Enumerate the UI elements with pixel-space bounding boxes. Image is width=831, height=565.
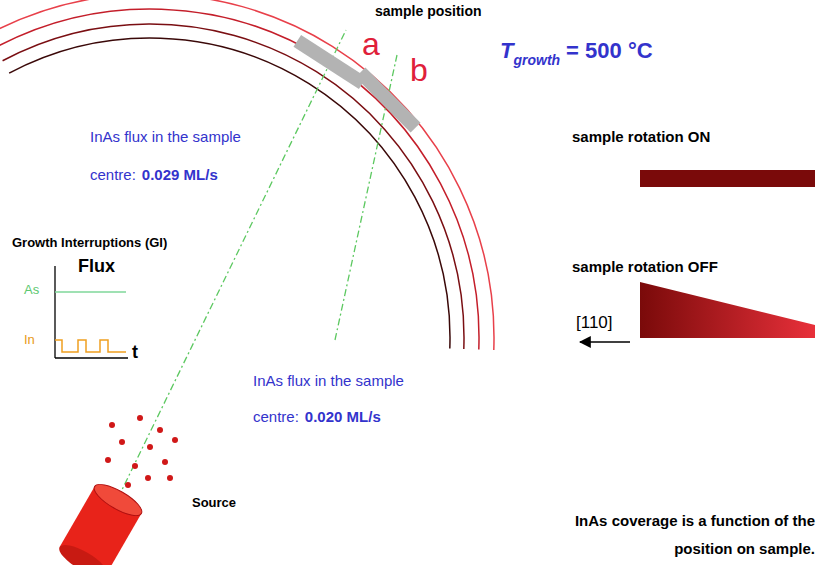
particle	[132, 463, 138, 469]
rotation-off-wedge	[640, 282, 815, 338]
particle	[109, 422, 115, 428]
deposition-arcs	[0, 0, 494, 350]
particle	[167, 475, 173, 481]
direction-arrow	[580, 341, 630, 343]
arc	[9, 38, 450, 348]
flux-graph	[55, 266, 128, 358]
conclusion-note: InAs coverage is a function of the	[575, 512, 815, 529]
source-label: Source	[192, 496, 236, 511]
series-label: As	[24, 283, 39, 298]
particle	[157, 427, 163, 433]
rotation-label: sample rotation ON	[572, 128, 710, 145]
series-label: In	[24, 333, 35, 348]
temperature-symbol: T	[500, 38, 513, 63]
flux-value: 0.029 ML/s	[142, 166, 218, 183]
flux-note: centre:	[90, 166, 136, 183]
flux-value: 0.020 ML/s	[305, 408, 381, 425]
temperature-subscript: growth	[513, 52, 560, 68]
particle	[105, 457, 111, 463]
sample-letter: a	[362, 26, 380, 63]
flux-particles	[105, 415, 178, 488]
axis-label: Flux	[78, 256, 115, 277]
source-cell	[55, 479, 146, 565]
arc	[0, 9, 479, 349]
direction-label: [110]	[576, 313, 613, 333]
graph-title: Growth Interruptions (GI)	[12, 236, 167, 251]
flux-note: centre:	[253, 408, 299, 425]
particle	[145, 475, 151, 481]
particle	[172, 437, 178, 443]
position-heading: sample position	[375, 3, 482, 19]
axis-label: t	[132, 342, 138, 363]
flux-note: InAs flux in the sample	[253, 372, 404, 389]
particle	[125, 482, 131, 488]
particle	[162, 459, 168, 465]
rotation-label: sample rotation OFF	[572, 258, 718, 275]
particle	[119, 439, 125, 445]
beam-line-a	[118, 30, 346, 498]
rotation-on-bar	[640, 170, 815, 187]
arc	[3, 24, 464, 349]
sample-a	[293, 35, 366, 89]
temperature-value: = 500 °C	[566, 38, 652, 63]
particle	[147, 444, 153, 450]
arc	[0, 0, 494, 350]
particle	[137, 415, 143, 421]
flux-note: InAs flux in the sample	[90, 128, 241, 145]
conclusion-note: position on sample.	[674, 540, 815, 557]
sample-letter: b	[410, 52, 428, 89]
